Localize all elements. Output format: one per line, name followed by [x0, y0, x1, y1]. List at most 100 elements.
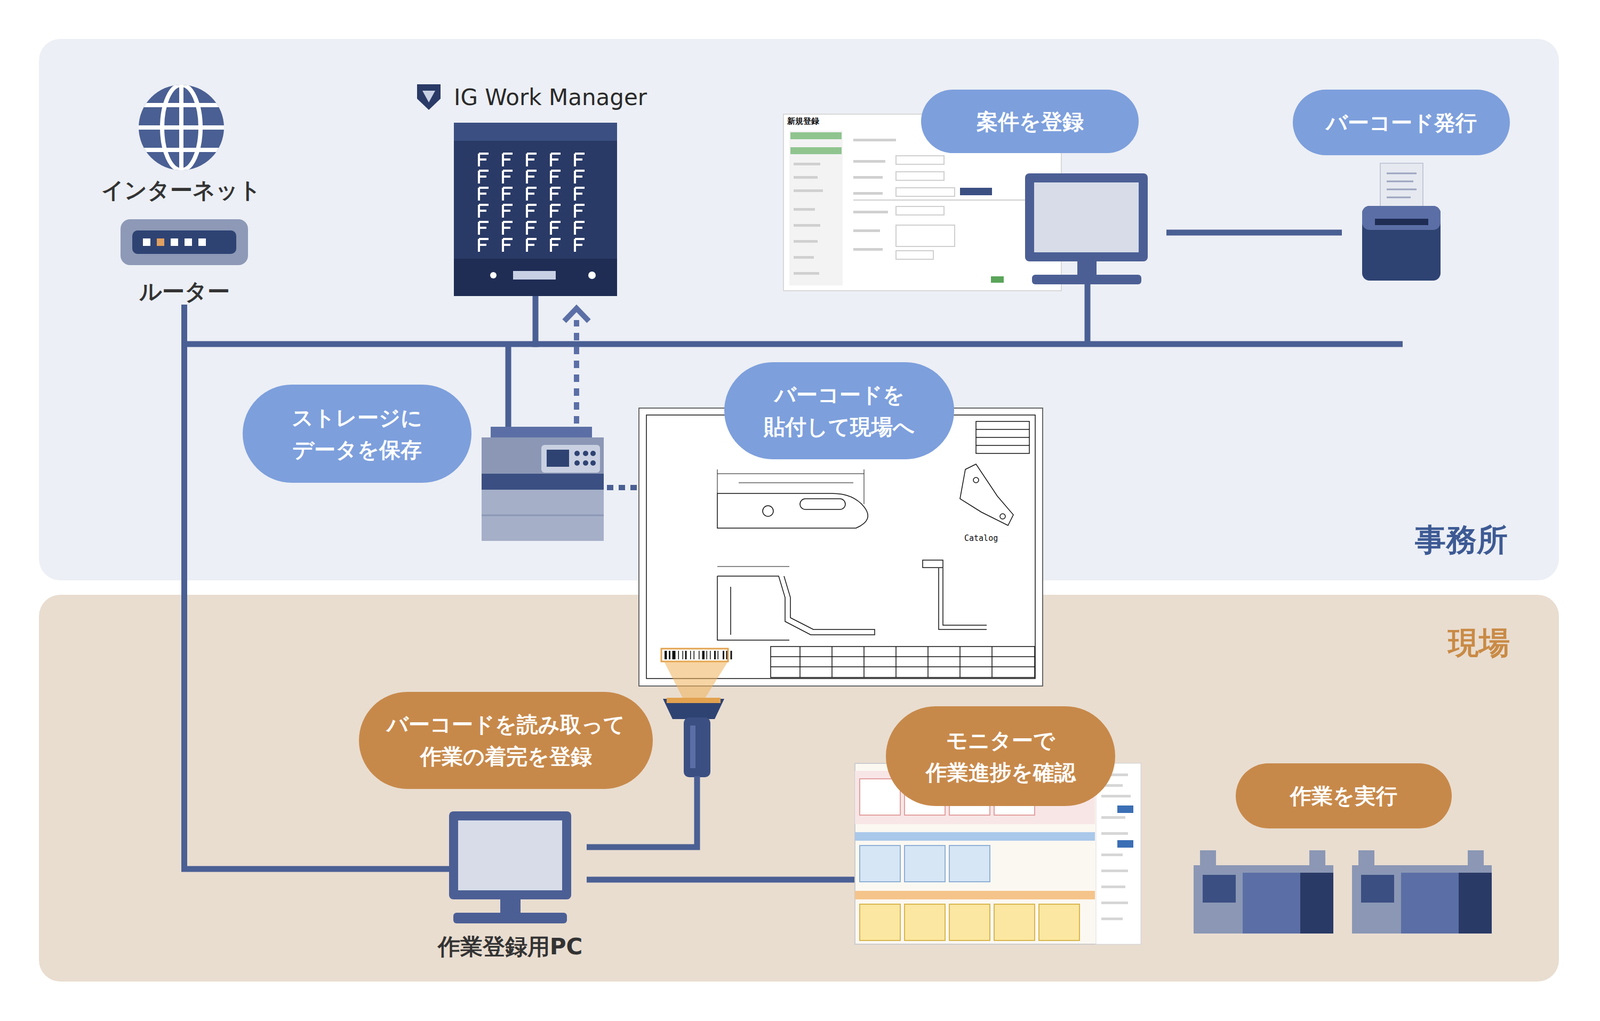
drawing-sheet [738, 482, 854, 484]
field-pc-icon [458, 820, 563, 891]
barcode-printer-icon [1374, 218, 1429, 226]
drawing-sheet [714, 650, 716, 660]
server-icon [574, 238, 585, 252]
network-wire [505, 344, 512, 427]
small-label: Catalog [964, 533, 998, 543]
server-icon [513, 270, 556, 280]
server-icon [478, 170, 489, 184]
drawing-sheet [973, 477, 979, 483]
registration-screen [793, 224, 821, 227]
registration-screen [790, 147, 842, 155]
registration-screen [789, 130, 843, 286]
drawing-sheet [762, 505, 774, 517]
drawing-sheet [661, 648, 728, 662]
drawing-sheet [770, 666, 1035, 668]
callout-text: バーコードを 貼付して現場へ [737, 378, 942, 443]
server-icon [526, 221, 537, 235]
drawing-sheet [991, 646, 993, 678]
globe-icon [133, 102, 230, 108]
field-pc-icon [453, 912, 567, 924]
barcode-printer-icon [1386, 180, 1414, 183]
drawing-sheet [863, 646, 865, 678]
router-node: ルーター [120, 219, 248, 305]
copier-icon [590, 460, 596, 466]
machine-icon [1300, 872, 1334, 934]
drawing-sheet [959, 646, 961, 678]
network-wire [1166, 229, 1342, 236]
network-wire [1084, 284, 1091, 344]
drawing-sheet [717, 576, 790, 640]
copier-icon [481, 426, 604, 541]
registration-screen [896, 187, 955, 197]
step-callout: ストレージに データを保存 [242, 384, 472, 483]
registration-screen [790, 132, 842, 140]
registration-screen [960, 187, 992, 196]
drawing-sheet [668, 650, 671, 660]
area-label: 現場 [1448, 622, 1510, 664]
router-icon [170, 238, 179, 246]
barcode-scanner-icon [683, 717, 711, 778]
progress-monitor-screen [1117, 840, 1134, 848]
drawing-sheet [831, 646, 833, 678]
field-pc-icon [500, 899, 521, 913]
device-label: 作業登録用PC [437, 931, 583, 962]
server-icon [526, 238, 537, 252]
machine-icon [1200, 850, 1216, 867]
server-icon [478, 153, 585, 252]
progress-monitor-screen [1101, 917, 1123, 920]
registration-screen [793, 256, 814, 259]
registration-screen [853, 176, 883, 179]
drawing-sheet [1000, 513, 1006, 519]
machine-icon [1309, 850, 1326, 867]
sheet-link [606, 484, 638, 491]
progress-monitor-screen [859, 845, 901, 882]
registration-screen [793, 138, 896, 275]
progress-monitor-screen [1101, 794, 1131, 798]
progress-monitor-screen [854, 832, 1095, 841]
server-icon [453, 122, 618, 296]
registration-screen [853, 138, 896, 142]
server-icon [453, 122, 618, 296]
drawing-sheet [693, 650, 695, 660]
machine-icon [1242, 872, 1301, 934]
registration-screen [793, 162, 821, 166]
barcode-printer-icon [1386, 196, 1411, 199]
drawing-sheet [938, 568, 987, 630]
drawing-sheet [690, 650, 692, 660]
server-icon [502, 221, 513, 235]
copier-icon [582, 460, 589, 466]
drawing-sheet [717, 421, 1035, 678]
registration-screen [896, 250, 934, 260]
server-icon [574, 170, 585, 184]
registration-screen [990, 276, 1004, 283]
progress-monitor-screen [859, 904, 901, 941]
copier-icon [490, 426, 592, 439]
progress-monitor-screen [854, 890, 1095, 900]
callout-text: 案件を登録 [976, 105, 1084, 138]
office-pc-icon [1032, 274, 1142, 285]
server-icon [526, 187, 537, 201]
area-label: 事務所 [1414, 519, 1508, 562]
drawing-sheet [730, 650, 733, 660]
server-icon [502, 204, 513, 218]
registration-screen [896, 171, 944, 181]
drawing-sheet [717, 469, 718, 494]
office-pc-icon [1025, 173, 1148, 262]
monitor-wire [586, 876, 855, 883]
drawing-sheet [717, 473, 864, 475]
drawing-sheet [960, 464, 1014, 526]
drawing-sheet [942, 568, 987, 626]
progress-monitor-screen [949, 845, 990, 882]
server-icon [502, 153, 513, 167]
callout-text: 作業を実行 [1290, 779, 1398, 812]
drawing-sheet [976, 421, 1030, 454]
progress-monitor-screen [1096, 763, 1141, 944]
router-icon [184, 238, 192, 246]
copier-icon [546, 449, 570, 467]
progress-monitor-screen [949, 904, 990, 941]
server-icon [502, 238, 513, 252]
drawing-sheet [682, 650, 684, 660]
pc-node: 作業登録用PC [449, 811, 572, 958]
progress-monitor-screen [1101, 869, 1128, 872]
step-callout: モニターで 作業進捗を確認 [885, 706, 1116, 806]
